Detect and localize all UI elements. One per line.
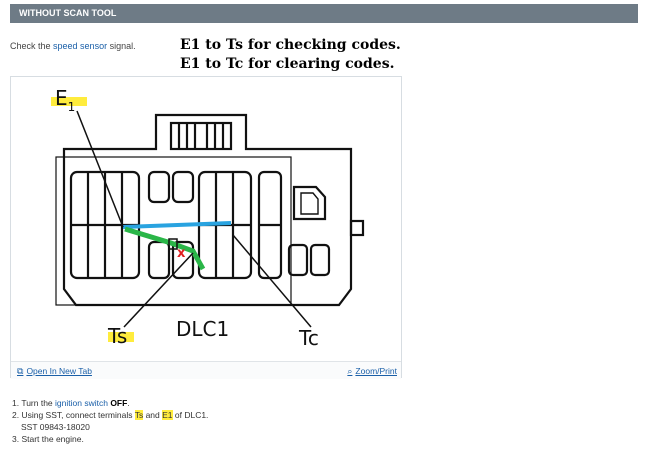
figure-toolbar: ⧉Open In New Tab ⌕Zoom/Print (11, 361, 401, 379)
zoom-print-label: Zoom/Print (355, 366, 397, 376)
step-2: 2. Using SST, connect terminals Ts and E… (12, 410, 209, 420)
ts-label: Ts (107, 324, 127, 348)
step-1: 1. Turn the ignition switch OFF. (12, 398, 130, 408)
off-state: OFF (110, 398, 128, 408)
external-link-icon: ⧉ (17, 366, 24, 376)
open-in-new-tab-label: Open In New Tab (26, 366, 92, 376)
step-3: 3. Start the engine. (12, 434, 84, 444)
sst-number: SST 09843-18020 (21, 422, 90, 432)
open-in-new-tab-link[interactable]: ⧉Open In New Tab (17, 366, 92, 377)
intro-prefix: Check the (10, 41, 54, 51)
intro-text: Check the speed sensor signal. (10, 41, 136, 51)
ts-leader-line (123, 252, 194, 328)
checking-codes-line: E1 to Ts for checking codes. (180, 37, 401, 53)
tc-label: Tc (298, 326, 319, 350)
clearing-codes-line: E1 to Tc for clearing codes. (180, 56, 395, 72)
ts-highlight (108, 332, 134, 342)
tc-leader-line (232, 234, 312, 328)
connector-outline (62, 113, 353, 307)
dlc1-connector-drawing: x E1 Ts DLC1 Tc (51, 86, 365, 350)
section-title: WITHOUT SCAN TOOL (19, 8, 117, 18)
e1-terminal-highlight: E1 (162, 410, 173, 420)
procedure-steps: 1. Turn the ignition switch OFF. 2. Usin… (12, 397, 208, 445)
speed-sensor-link[interactable]: speed sensor (53, 41, 108, 51)
ignition-switch-link[interactable]: ignition switch (55, 398, 108, 408)
tc-jumper-bar (122, 221, 232, 229)
ts-jumper-wire (124, 226, 206, 271)
code-instructions: E1 to Ts for checking codes. E1 to Tc fo… (180, 36, 401, 74)
section-header: WITHOUT SCAN TOOL (10, 4, 638, 23)
connector-latch (169, 121, 233, 151)
e1-highlight (51, 97, 87, 106)
dlc1-label: DLC1 (176, 317, 229, 341)
dlc1-diagram: x E1 Ts DLC1 Tc ⧉Open In New Tab ⌕Zoom/P… (10, 76, 402, 379)
connection-marker: x (177, 246, 186, 261)
zoom-print-link[interactable]: ⌕Zoom/Print (347, 366, 397, 377)
intro-suffix: signal. (107, 41, 136, 51)
e1-leader-line (76, 110, 124, 228)
e1-label: E1 (55, 86, 75, 114)
magnifier-icon: ⌕ (347, 366, 353, 376)
ts-terminal-highlight: Ts (134, 410, 144, 420)
